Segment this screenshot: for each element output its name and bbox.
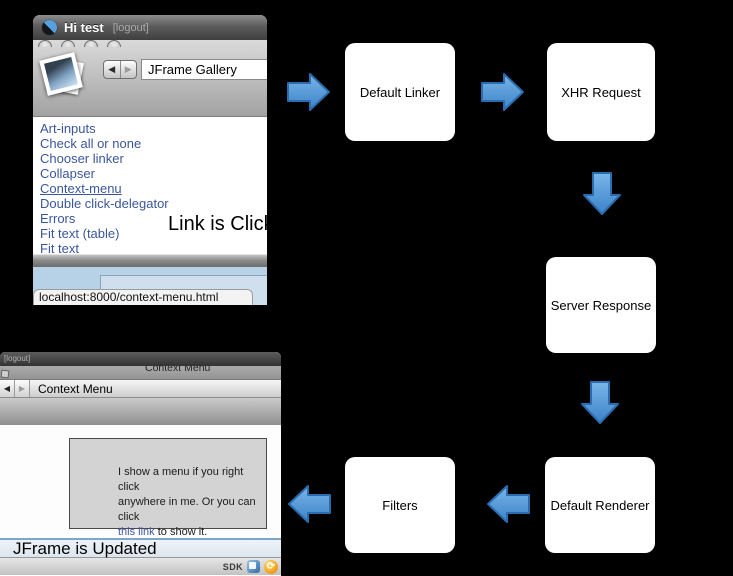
gallery-page-content: Art-inputs Check all or none Chooser lin… bbox=[33, 117, 267, 254]
flow-box-filters: Filters bbox=[345, 457, 455, 553]
browser-status-bar: SDK ⟳ bbox=[0, 557, 281, 575]
gallery-app-icon bbox=[37, 50, 91, 104]
browser-toolbar: ◀ ▶ JFrame Gallery bbox=[33, 40, 267, 117]
widget-corner-icon bbox=[0, 369, 10, 379]
location-field[interactable]: JFrame Gallery bbox=[141, 59, 267, 80]
title-bar: [logout] bbox=[0, 352, 281, 366]
back-button[interactable]: ◀ bbox=[104, 61, 121, 78]
flow-box-label: Filters bbox=[382, 497, 418, 513]
toolbar-button-row bbox=[38, 40, 121, 47]
app-logo-icon bbox=[42, 20, 57, 35]
panel-text-line3-rest: to show it. bbox=[154, 526, 208, 538]
context-menu-page-content: I show a menu if you right click anywher… bbox=[0, 425, 281, 538]
history-nav-control: ◀ ▶ bbox=[103, 60, 137, 79]
window-title-strip: Context Menu bbox=[0, 366, 281, 380]
gallery-link-collapser[interactable]: Collapser bbox=[40, 166, 95, 181]
arrow-right-icon bbox=[481, 73, 524, 111]
gallery-link-fit-text-table[interactable]: Fit text (table) bbox=[40, 226, 120, 241]
arrow-down-icon bbox=[581, 381, 619, 424]
browser-window-context-menu: [logout] Context Menu ◀ ▶ Context Menu I… bbox=[0, 352, 281, 576]
logout-link[interactable]: [logout] bbox=[4, 354, 31, 363]
arrow-right-icon bbox=[287, 73, 330, 111]
toolbar-button[interactable] bbox=[38, 40, 52, 47]
gallery-link-fit-text[interactable]: Fit text bbox=[40, 241, 80, 254]
flow-box-default-renderer: Default Renderer bbox=[545, 457, 655, 553]
sdk-label: SDK bbox=[222, 561, 243, 572]
history-nav-control: ◀ ▶ bbox=[0, 380, 30, 397]
flow-box-default-linker: Default Linker bbox=[345, 43, 455, 141]
toolbar-button[interactable] bbox=[107, 40, 121, 47]
gallery-link-check-all[interactable]: Check all or none bbox=[40, 136, 142, 151]
gallery-link-chooser-linker[interactable]: Chooser linker bbox=[40, 151, 124, 166]
refresh-swirl-icon[interactable]: ⟳ bbox=[264, 559, 278, 574]
panel-header-zone: localhost:8000/context-menu.html bbox=[33, 267, 267, 305]
caption-link-clicked: Link is Click bbox=[168, 213, 267, 235]
browser-window-gallery: Hi test [logout] ◀ ▶ JFrame Gallery bbox=[33, 15, 267, 305]
panel-text-line2: anywhere in me. Or you can click bbox=[118, 496, 256, 523]
gallery-link-art-inputs[interactable]: Art-inputs bbox=[40, 121, 96, 136]
frame-toolbar: ◀ ▶ Context Menu bbox=[0, 380, 281, 398]
panel-text-line1: I show a menu if you right click bbox=[118, 466, 244, 493]
gallery-link-errors[interactable]: Errors bbox=[40, 211, 76, 226]
panel-text-line3: this link to show it. bbox=[118, 525, 266, 540]
logout-link[interactable]: [logout] bbox=[112, 21, 149, 34]
caption-jframe-updated: JFrame is Updated bbox=[0, 538, 281, 557]
flow-box-server-response: Server Response bbox=[546, 257, 656, 353]
refresh-glyph: ⟳ bbox=[266, 560, 276, 572]
forward-button[interactable]: ▶ bbox=[15, 380, 30, 397]
status-url-tooltip: localhost:8000/context-menu.html bbox=[33, 289, 253, 305]
arrow-left-icon bbox=[288, 485, 331, 523]
gallery-link-list: Art-inputs Check all or none Chooser lin… bbox=[33, 117, 267, 254]
forward-button[interactable]: ▶ bbox=[124, 64, 132, 74]
sdk-app-icon[interactable] bbox=[247, 560, 260, 573]
flow-box-label: Default Renderer bbox=[550, 497, 650, 513]
arrow-left-icon bbox=[487, 485, 530, 523]
back-button[interactable]: ◀ bbox=[0, 380, 15, 397]
flow-box-xhr-request: XHR Request bbox=[547, 43, 655, 141]
toolbar-gradient-zone bbox=[0, 398, 281, 425]
frame-title: Context Menu bbox=[38, 381, 113, 396]
title-bar: Hi test [logout] bbox=[33, 15, 267, 40]
context-menu-demo-panel[interactable]: I show a menu if you right click anywher… bbox=[69, 438, 267, 538]
toolbar-button[interactable] bbox=[84, 40, 98, 47]
arrow-down-icon bbox=[583, 172, 621, 215]
this-link[interactable]: this link bbox=[118, 526, 155, 538]
flow-box-label: Default Linker bbox=[359, 84, 441, 100]
gallery-link-double-click[interactable]: Double click-delegator bbox=[40, 196, 169, 211]
toolbar-button[interactable] bbox=[61, 40, 75, 47]
flow-box-label: XHR Request bbox=[561, 84, 641, 100]
window-title: Hi test bbox=[64, 20, 104, 35]
clipped-window-title: Context Menu bbox=[145, 366, 211, 374]
flow-box-label: Server Response bbox=[550, 297, 652, 313]
gallery-link-context-menu[interactable]: Context-menu bbox=[40, 181, 122, 196]
divider-bar bbox=[33, 254, 267, 267]
